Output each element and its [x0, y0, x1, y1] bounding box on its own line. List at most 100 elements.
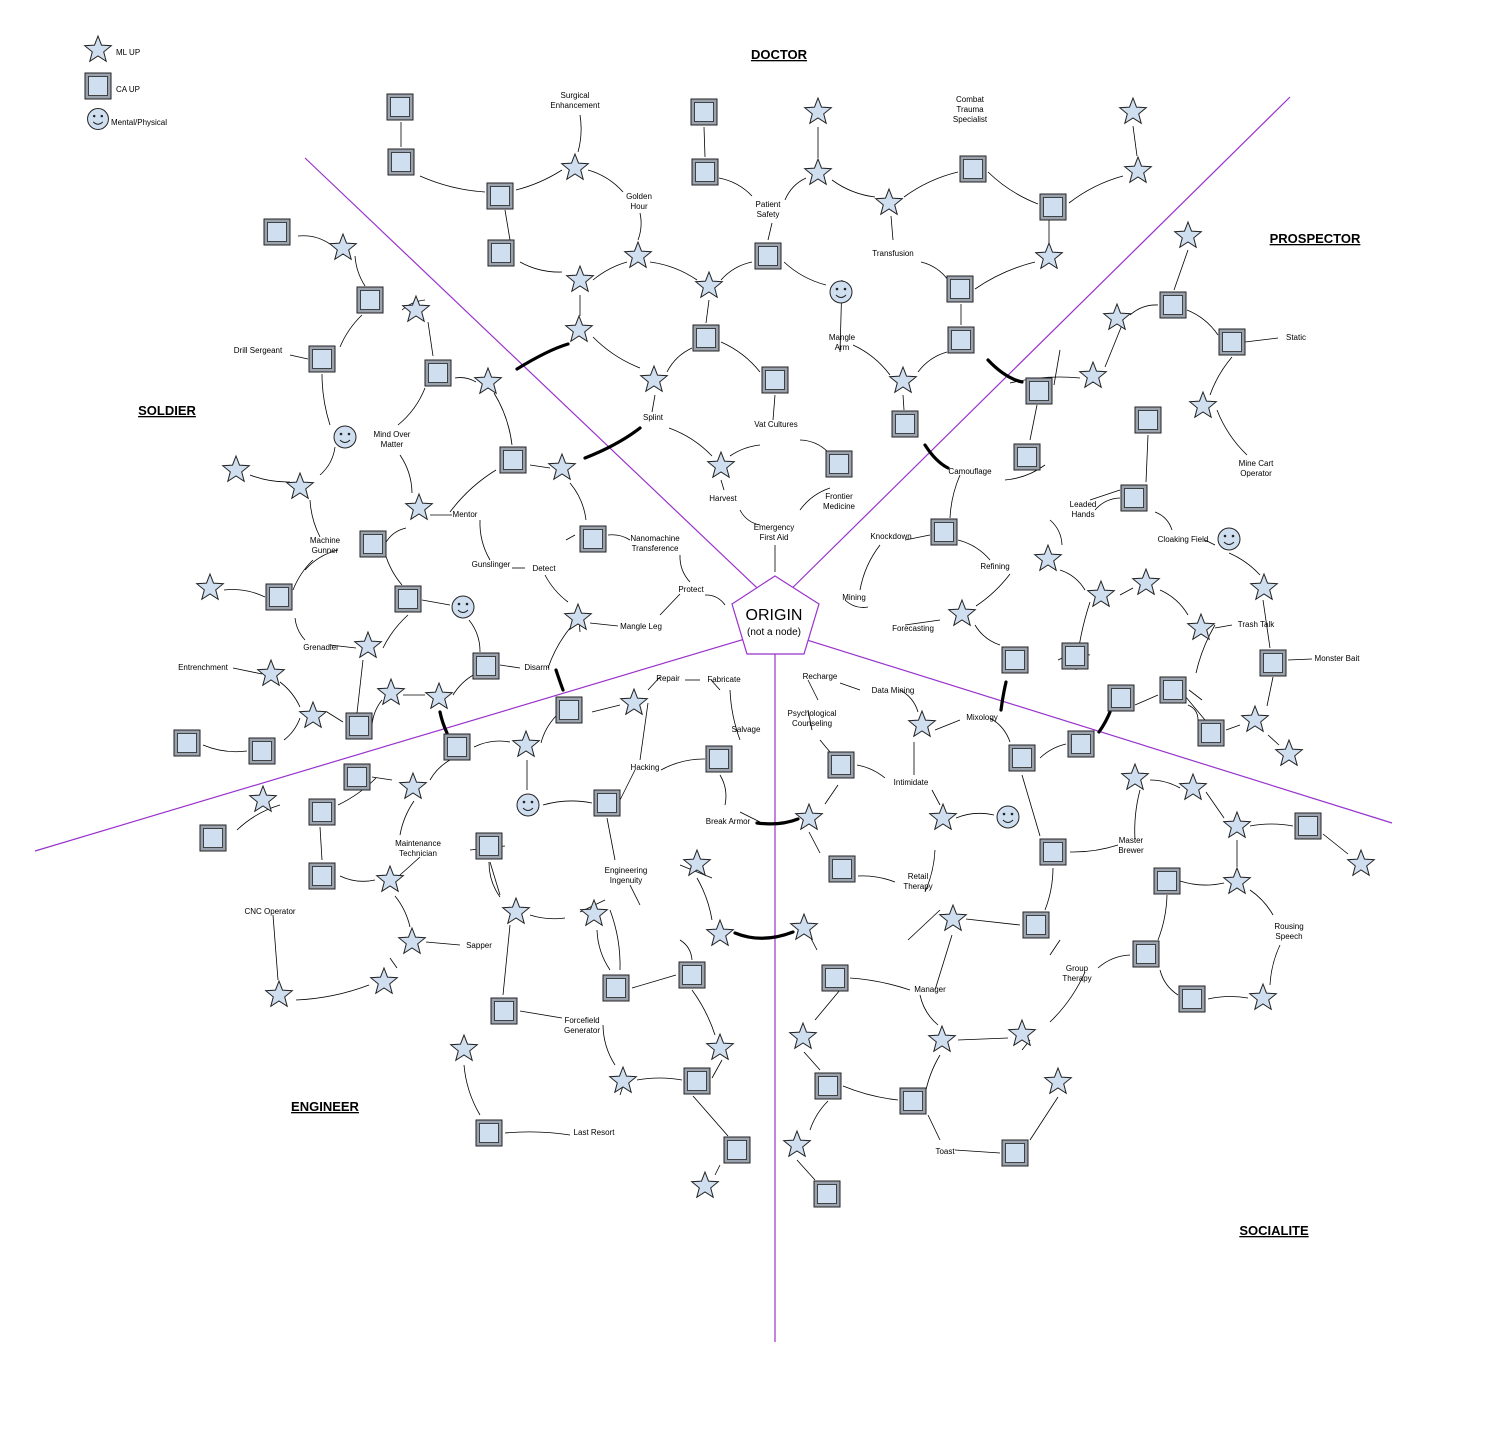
square-node-icon	[754, 242, 782, 270]
star-node-icon	[298, 700, 328, 729]
skill-label-repair: Repair	[656, 674, 680, 683]
link-line	[1287, 658, 1313, 661]
skill-label-recharge: Recharge	[803, 672, 838, 681]
link-line	[272, 914, 279, 981]
square-node-icon	[1067, 730, 1095, 758]
square-node-icon	[487, 239, 515, 267]
square-node-icon	[1107, 684, 1135, 712]
link-line	[1188, 689, 1203, 701]
star-node-icon	[947, 598, 977, 627]
link-line	[329, 644, 357, 649]
link-line	[1249, 823, 1294, 827]
link-line	[1179, 880, 1225, 886]
link-line	[919, 994, 939, 1026]
link-line	[502, 924, 511, 996]
star-node-icon	[1033, 543, 1063, 572]
link-line	[1049, 971, 1086, 1023]
link-line	[1044, 867, 1054, 911]
star-node-icon	[706, 450, 736, 479]
star-node-icon	[248, 784, 278, 813]
skill-label-harvest: Harvest	[709, 494, 737, 503]
origin-subtitle: (not a node)	[747, 627, 801, 638]
link-line	[1053, 349, 1061, 386]
link-line	[1186, 309, 1219, 336]
skill-label-break-armor: Break Armor	[706, 817, 751, 826]
link-line	[1069, 844, 1119, 853]
square-node-icon	[827, 751, 855, 779]
square-node-icon	[1039, 193, 1067, 221]
link-line	[1187, 704, 1199, 721]
link-line	[907, 909, 941, 941]
link-line	[711, 1059, 723, 1079]
square-node-icon	[723, 1136, 751, 1164]
skill-label-refining: Refining	[980, 562, 1009, 571]
cross-class-link	[438, 710, 449, 735]
skill-label-fabricate: Fabricate	[707, 675, 741, 684]
link-line	[1216, 409, 1248, 456]
link-line	[565, 534, 576, 541]
square-node-icon	[443, 733, 471, 761]
link-line	[784, 177, 807, 201]
skill-label-knockdown: Knockdown	[870, 532, 911, 541]
skill-label-forecasting: Forecasting	[892, 624, 934, 633]
square-node-icon	[490, 997, 518, 1025]
link-line	[917, 351, 948, 373]
link-line	[468, 619, 481, 653]
link-line	[499, 664, 521, 669]
legend-star-icon	[83, 34, 113, 63]
link-line	[1159, 969, 1179, 996]
link-line	[1173, 249, 1189, 291]
link-line	[489, 861, 501, 896]
legend-square-label: CA UP	[116, 85, 140, 94]
link-line	[965, 918, 1021, 926]
square-node-icon	[1061, 642, 1089, 670]
star-node-icon	[1120, 762, 1150, 791]
star-node-icon	[560, 152, 590, 181]
link-line	[729, 689, 741, 741]
link-line	[714, 1164, 721, 1176]
square-node-icon	[692, 324, 720, 352]
link-line	[232, 667, 263, 675]
star-node-icon	[1222, 810, 1252, 839]
link-line	[569, 482, 587, 521]
link-line	[591, 704, 621, 713]
link-line	[454, 377, 477, 383]
star-node-icon	[1173, 220, 1203, 249]
star-node-icon	[401, 294, 431, 323]
link-line	[295, 984, 370, 1001]
link-line	[924, 849, 936, 893]
link-line	[425, 941, 461, 946]
square-node-icon	[1120, 484, 1148, 512]
link-line	[1267, 734, 1280, 746]
star-node-icon	[376, 677, 406, 706]
link-line	[371, 776, 393, 781]
link-line	[651, 394, 656, 413]
link-line	[729, 444, 761, 457]
link-line	[304, 549, 339, 571]
link-line	[639, 702, 649, 761]
link-line	[592, 261, 628, 281]
link-line	[283, 717, 301, 741]
star-node-icon	[473, 366, 503, 395]
class-dividers	[34, 96, 1393, 1342]
link-line	[1049, 519, 1063, 546]
link-line	[504, 1131, 571, 1136]
link-line	[704, 594, 726, 606]
skill-label-grenadier: Grenadier	[303, 643, 339, 652]
star-node-icon	[1131, 567, 1161, 596]
square-node-icon	[946, 275, 974, 303]
link-line	[1089, 489, 1121, 501]
star-node-icon	[353, 630, 383, 659]
square-node-icon	[394, 585, 422, 613]
skill-label-toast: Toast	[935, 1147, 955, 1156]
link-line	[934, 934, 953, 991]
square-node-icon	[1259, 649, 1287, 677]
skill-label-mining: Mining	[842, 593, 866, 602]
star-node-icon	[1186, 612, 1216, 641]
